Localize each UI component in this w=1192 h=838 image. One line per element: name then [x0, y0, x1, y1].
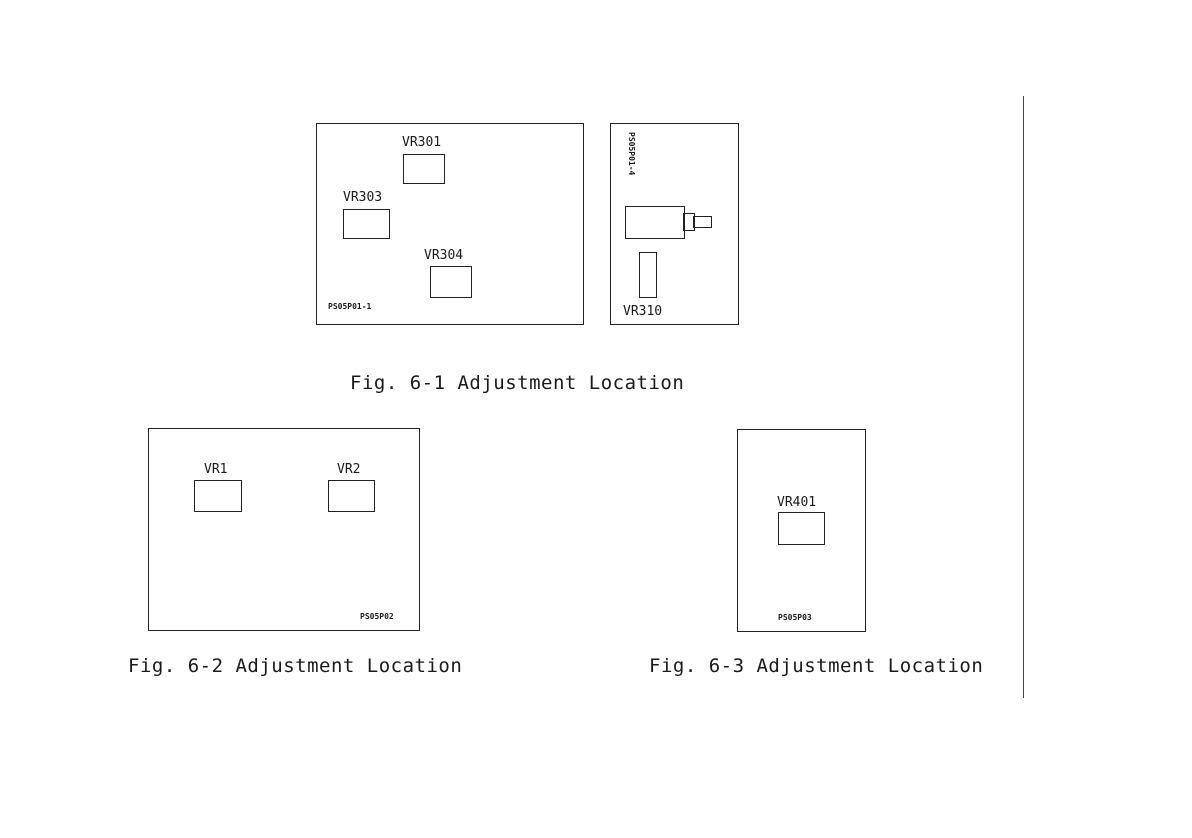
vr303-label: VR303: [343, 191, 382, 205]
board-ps05p02: VR1 VR2 PS05P02: [148, 428, 420, 631]
vr303-trimmer: [343, 209, 390, 239]
vr301-label: VR301: [402, 136, 441, 150]
connector-tip: [693, 216, 712, 228]
vr304-label: VR304: [424, 249, 463, 263]
board-id-label: PS05P02: [360, 612, 394, 621]
vr1-label: VR1: [204, 463, 227, 477]
vr401-trimmer: [778, 512, 825, 545]
vr310-trimmer: [639, 252, 657, 298]
vr304-trimmer: [430, 266, 472, 298]
vr2-trimmer: [328, 480, 375, 512]
board-ps05p01-1: VR301 VR303 VR304 PS05P01-1: [316, 123, 584, 325]
page-divider-line: [1023, 96, 1024, 698]
figure-6-1-caption: Fig. 6-1 Adjustment Location: [350, 372, 684, 394]
vr401-label: VR401: [777, 496, 816, 510]
vr1-trimmer: [194, 480, 242, 512]
connector-body: [625, 206, 685, 239]
figure-6-3-caption: Fig. 6-3 Adjustment Location: [649, 655, 983, 677]
board-ps05p01-4: PS05P01-4 VR310: [610, 123, 739, 325]
vr2-label: VR2: [337, 463, 360, 477]
board-id-label: PS05P01-4: [627, 132, 636, 175]
board-ps05p03: VR401 PS05P03: [737, 429, 866, 632]
vr310-label: VR310: [623, 305, 662, 319]
vr301-trimmer: [403, 154, 445, 184]
figure-6-2-caption: Fig. 6-2 Adjustment Location: [128, 655, 462, 677]
board-id-label: PS05P03: [778, 613, 812, 622]
board-id-label: PS05P01-1: [328, 302, 371, 311]
